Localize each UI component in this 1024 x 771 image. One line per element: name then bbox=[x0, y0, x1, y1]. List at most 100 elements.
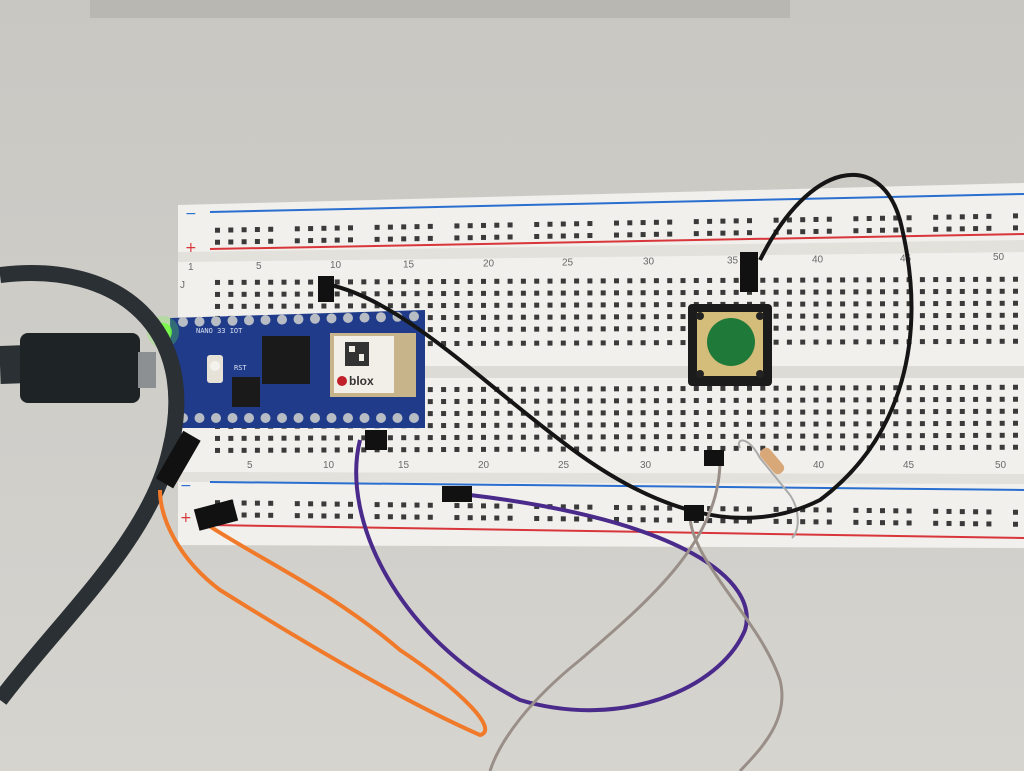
breadboard-hole bbox=[387, 435, 393, 441]
breadboard-hole bbox=[454, 503, 460, 509]
breadboard-hole bbox=[454, 326, 460, 332]
breadboard-hole bbox=[773, 421, 779, 427]
breadboard-hole bbox=[880, 277, 885, 283]
breadboard-hole bbox=[813, 325, 819, 331]
breadboard-hole bbox=[640, 410, 646, 416]
breadboard-hole bbox=[826, 397, 832, 403]
breadboard-hole bbox=[600, 302, 606, 308]
breadboard-hole bbox=[813, 277, 819, 283]
breadboard-hole bbox=[361, 291, 367, 297]
breadboard-hole bbox=[454, 235, 460, 241]
push-button[interactable] bbox=[688, 304, 772, 386]
breadboard-hole bbox=[481, 222, 486, 228]
breadboard-hole bbox=[786, 301, 792, 307]
breadboard-hole bbox=[653, 422, 659, 428]
breadboard-hole bbox=[574, 290, 580, 296]
breadboard-hole bbox=[454, 386, 460, 392]
breadboard-hole bbox=[693, 422, 699, 428]
breadboard-hole bbox=[680, 386, 686, 392]
breadboard-hole bbox=[361, 279, 367, 285]
breadboard-hole bbox=[959, 396, 965, 402]
breadboard-hole bbox=[667, 219, 673, 225]
breadboard-hole bbox=[441, 399, 447, 405]
breadboard-hole bbox=[720, 230, 726, 236]
breadboard-hole bbox=[853, 313, 859, 319]
button-cap[interactable] bbox=[707, 318, 755, 366]
breadboard-hole bbox=[813, 445, 819, 451]
breadboard-hole bbox=[826, 421, 832, 427]
breadboard-hole bbox=[228, 447, 234, 453]
breadboard-hole bbox=[653, 219, 659, 225]
header-pin bbox=[277, 314, 287, 325]
breadboard-hole bbox=[813, 289, 819, 295]
breadboard-hole bbox=[560, 410, 566, 416]
breadboard-hole bbox=[414, 224, 420, 230]
breadboard-hole bbox=[454, 410, 460, 416]
breadboard-hole bbox=[840, 313, 846, 319]
usb-connector bbox=[20, 333, 140, 403]
breadboard-hole bbox=[707, 421, 713, 427]
rail-minus-bottom: − bbox=[180, 478, 192, 494]
breadboard-hole bbox=[973, 521, 979, 527]
breadboard-hole bbox=[627, 314, 633, 320]
breadboard-hole bbox=[986, 521, 992, 527]
breadboard-hole bbox=[268, 279, 274, 285]
breadboard-hole bbox=[853, 445, 859, 451]
breadboard-hole bbox=[467, 410, 473, 416]
breadboard-hole bbox=[959, 521, 965, 527]
breadboard-hole bbox=[866, 325, 872, 331]
breadboard-hole bbox=[507, 326, 513, 332]
breadboard-hole bbox=[454, 314, 460, 320]
breadboard-hole bbox=[986, 420, 992, 426]
breadboard-hole bbox=[747, 433, 752, 439]
breadboard-hole bbox=[614, 386, 619, 392]
breadboard-hole bbox=[574, 446, 580, 452]
breadboard-hole bbox=[427, 327, 433, 333]
breadboard-hole bbox=[547, 314, 553, 320]
breadboard-hole bbox=[481, 326, 486, 332]
column-number: 15 bbox=[403, 259, 415, 270]
breadboard-hole bbox=[786, 277, 792, 283]
breadboard-hole bbox=[853, 301, 859, 307]
breadboard-hole bbox=[680, 302, 686, 308]
breadboard-hole bbox=[534, 340, 540, 346]
breadboard-hole bbox=[813, 507, 819, 513]
breadboard-hole bbox=[427, 399, 433, 405]
breadboard-hole bbox=[374, 502, 380, 508]
breadboard-hole bbox=[880, 385, 885, 391]
breadboard-hole bbox=[880, 421, 885, 427]
breadboard-hole bbox=[933, 445, 939, 451]
breadboard-hole bbox=[387, 291, 393, 297]
breadboard-hole bbox=[919, 445, 925, 451]
breadboard-hole bbox=[534, 278, 540, 284]
breadboard-hole bbox=[414, 502, 420, 508]
breadboard-hole bbox=[893, 215, 899, 221]
breadboard-hole bbox=[600, 410, 606, 416]
column-number: 15 bbox=[398, 460, 410, 471]
breadboard-hole bbox=[614, 278, 619, 284]
breadboard-hole bbox=[414, 236, 420, 242]
breadboard-hole bbox=[919, 385, 925, 391]
breadboard-hole bbox=[215, 500, 220, 506]
breadboard-hole bbox=[813, 519, 819, 525]
breadboard-hole bbox=[401, 224, 407, 230]
breadboard-hole bbox=[959, 444, 965, 450]
breadboard-hole bbox=[786, 445, 792, 451]
breadboard-hole bbox=[547, 221, 553, 227]
breadboard-hole bbox=[800, 385, 806, 391]
breadboard-hole bbox=[747, 409, 752, 415]
breadboard-hole bbox=[294, 435, 300, 441]
breadboard-hole bbox=[374, 279, 380, 285]
breadboard-hole bbox=[1013, 288, 1018, 294]
breadboard-hole bbox=[361, 447, 367, 453]
breadboard-hole bbox=[574, 278, 580, 284]
breadboard-hole bbox=[946, 289, 952, 295]
breadboard-hole bbox=[933, 385, 939, 391]
breadboard-hole bbox=[481, 386, 486, 392]
breadboard-hole bbox=[401, 502, 407, 508]
breadboard-hole bbox=[228, 435, 234, 441]
breadboard-hole bbox=[653, 278, 659, 284]
breadboard-hole bbox=[268, 238, 274, 244]
breadboard-hole bbox=[933, 313, 939, 319]
